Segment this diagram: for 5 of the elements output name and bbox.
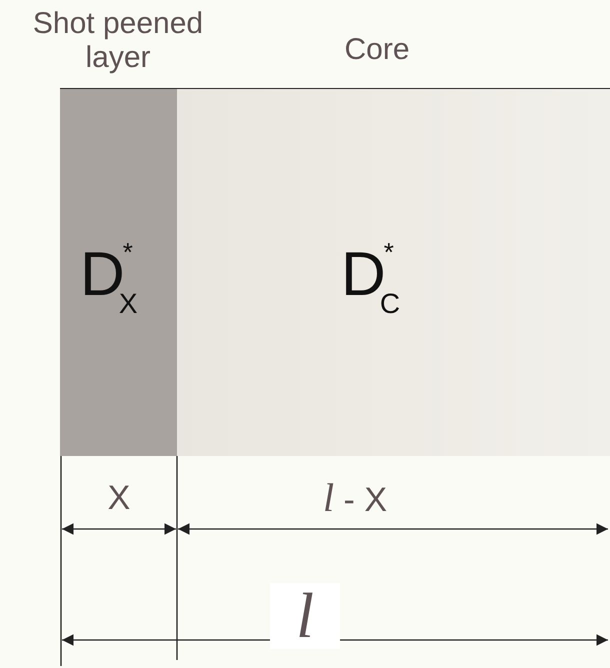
- dimension-label: l - X: [322, 478, 388, 520]
- region-heading: Shot peened layer: [32, 7, 204, 75]
- dimension-label: X: [106, 478, 132, 518]
- dimension-label: l: [270, 583, 340, 649]
- region-heading: Core: [343, 33, 411, 67]
